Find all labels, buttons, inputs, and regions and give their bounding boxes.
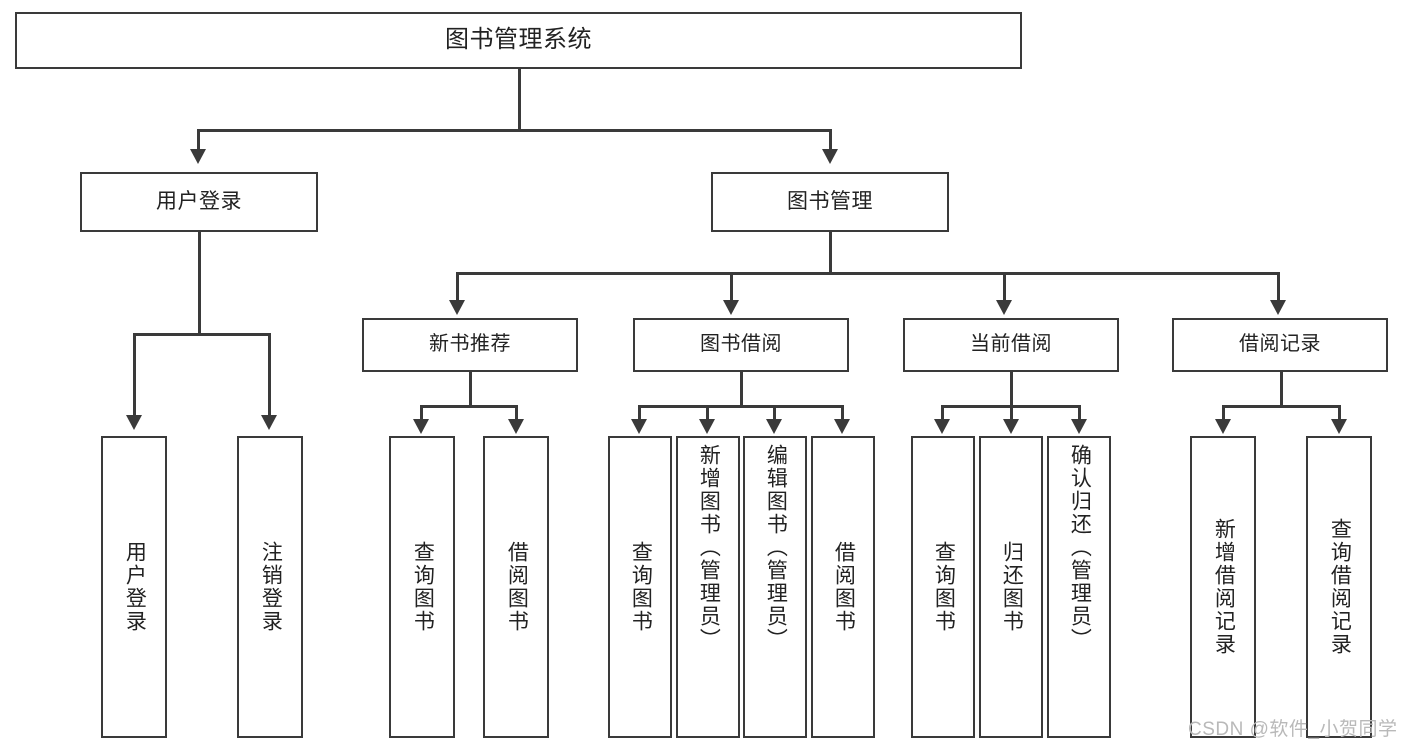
arrow-book-borrow-child-3: [766, 419, 782, 434]
connector-root-stem: [518, 69, 521, 131]
leaf-label: 查询图书: [932, 541, 956, 633]
connector-current-borrow-child-1: [941, 405, 944, 421]
arrow-user-login-child-2: [261, 415, 277, 430]
arrow-borrow-record-child-2: [1331, 419, 1347, 434]
arrow-root-to-user-login: [190, 149, 206, 164]
connector-book-management-stem: [829, 232, 832, 274]
connector-book-borrow-child-4: [841, 405, 844, 421]
arrow-current-borrow-child-3: [1071, 419, 1087, 434]
leaf-edit-book-admin[interactable]: 编辑图书（管理员）: [743, 436, 807, 738]
node-current-borrow[interactable]: 当前借阅: [903, 318, 1119, 372]
arrow-borrow-record-child-1: [1215, 419, 1231, 434]
leaf-add-borrow-record[interactable]: 新增借阅记录: [1190, 436, 1256, 738]
node-label: 当前借阅: [970, 333, 1052, 356]
connector-book-borrow-child-3: [773, 405, 776, 421]
node-label: 图书借阅: [700, 333, 782, 356]
leaf-label: 确认归还（管理员）: [1068, 444, 1092, 651]
connector-root-to-user-login: [197, 129, 200, 151]
leaf-label: 归还图书: [1000, 541, 1024, 633]
arrow-user-login-child-1: [126, 415, 142, 430]
connector-borrow-record-child-2: [1338, 405, 1341, 421]
node-borrow-record[interactable]: 借阅记录: [1172, 318, 1388, 372]
leaf-confirm-return-admin[interactable]: 确认归还（管理员）: [1047, 436, 1111, 738]
connector-borrow-record-bar: [1222, 405, 1340, 408]
connector-new-book-bar: [420, 405, 518, 408]
arrow-book-borrow-child-2: [699, 419, 715, 434]
connector-user-login-bar: [133, 333, 271, 336]
arrow-book-borrow-child-1: [631, 419, 647, 434]
connector-book-borrow-child-1: [638, 405, 641, 421]
connector-user-login-child-1: [133, 333, 136, 417]
arrow-new-book-child-1: [413, 419, 429, 434]
connector-book-management-child-4: [1277, 272, 1280, 302]
connector-new-book-child-1: [420, 405, 423, 421]
leaf-label: 用户登录: [123, 541, 147, 633]
connector-root-bar: [197, 129, 831, 132]
connector-book-borrow-bar: [638, 405, 844, 408]
connector-new-book-child-2: [515, 405, 518, 421]
node-label: 图书管理系统: [445, 26, 592, 54]
node-new-book-recommend[interactable]: 新书推荐: [362, 318, 578, 372]
connector-borrow-record-stem: [1280, 372, 1283, 407]
node-label: 用户登录: [156, 189, 242, 213]
arrow-root-to-book-manage: [822, 149, 838, 164]
leaf-user-login[interactable]: 用户登录: [101, 436, 167, 738]
leaf-query-book-borrow[interactable]: 查询图书: [608, 436, 672, 738]
csdn-watermark: CSDN @软件_小贺同学: [1188, 719, 1398, 740]
leaf-label: 新增借阅记录: [1212, 518, 1236, 656]
connector-current-borrow-stem: [1010, 372, 1013, 407]
arrow-current-borrow-child-1: [934, 419, 950, 434]
node-book-management[interactable]: 图书管理: [711, 172, 949, 232]
node-book-borrow[interactable]: 图书借阅: [633, 318, 849, 372]
arrow-current-borrow-child-2: [1003, 419, 1019, 434]
arrow-book-management-child-1: [449, 300, 465, 315]
arrow-new-book-child-2: [508, 419, 524, 434]
arrow-book-management-child-4: [1270, 300, 1286, 315]
connector-user-login-child-2: [268, 333, 271, 417]
connector-current-borrow-child-2: [1010, 405, 1013, 421]
leaf-query-book-recommend[interactable]: 查询图书: [389, 436, 455, 738]
node-root-system[interactable]: 图书管理系统: [15, 12, 1022, 69]
arrow-book-borrow-child-4: [834, 419, 850, 434]
node-label: 借阅记录: [1239, 333, 1321, 356]
leaf-return-book[interactable]: 归还图书: [979, 436, 1043, 738]
connector-new-book-stem: [469, 372, 472, 407]
connector-book-management-bar: [456, 272, 1280, 275]
leaf-label: 新增图书（管理员）: [697, 444, 721, 651]
leaf-label: 借阅图书: [832, 541, 856, 633]
connector-book-borrow-child-2: [706, 405, 709, 421]
leaf-label: 注销登录: [259, 541, 283, 633]
leaf-label: 编辑图书（管理员）: [764, 444, 788, 651]
connector-book-management-child-3: [1003, 272, 1006, 302]
arrow-book-management-child-2: [723, 300, 739, 315]
leaf-label: 查询图书: [629, 541, 653, 633]
leaf-borrow-book[interactable]: 借阅图书: [811, 436, 875, 738]
leaf-borrow-book-recommend[interactable]: 借阅图书: [483, 436, 549, 738]
leaf-add-book-admin[interactable]: 新增图书（管理员）: [676, 436, 740, 738]
leaf-label: 借阅图书: [505, 541, 529, 633]
node-label: 新书推荐: [429, 333, 511, 356]
leaf-label: 查询图书: [411, 541, 435, 633]
leaf-label: 查询借阅记录: [1328, 518, 1352, 656]
connector-current-borrow-child-3: [1078, 405, 1081, 421]
connector-book-management-child-1: [456, 272, 459, 302]
leaf-query-book-current[interactable]: 查询图书: [911, 436, 975, 738]
connector-user-login-stem: [198, 232, 201, 335]
arrow-book-management-child-3: [996, 300, 1012, 315]
node-label: 图书管理: [787, 189, 873, 213]
connector-book-borrow-stem: [740, 372, 743, 407]
connector-root-to-book-manage: [829, 129, 832, 151]
leaf-user-logout[interactable]: 注销登录: [237, 436, 303, 738]
node-user-login[interactable]: 用户登录: [80, 172, 318, 232]
connector-borrow-record-child-1: [1222, 405, 1225, 421]
leaf-query-borrow-record[interactable]: 查询借阅记录: [1306, 436, 1372, 738]
connector-book-management-child-2: [730, 272, 733, 302]
